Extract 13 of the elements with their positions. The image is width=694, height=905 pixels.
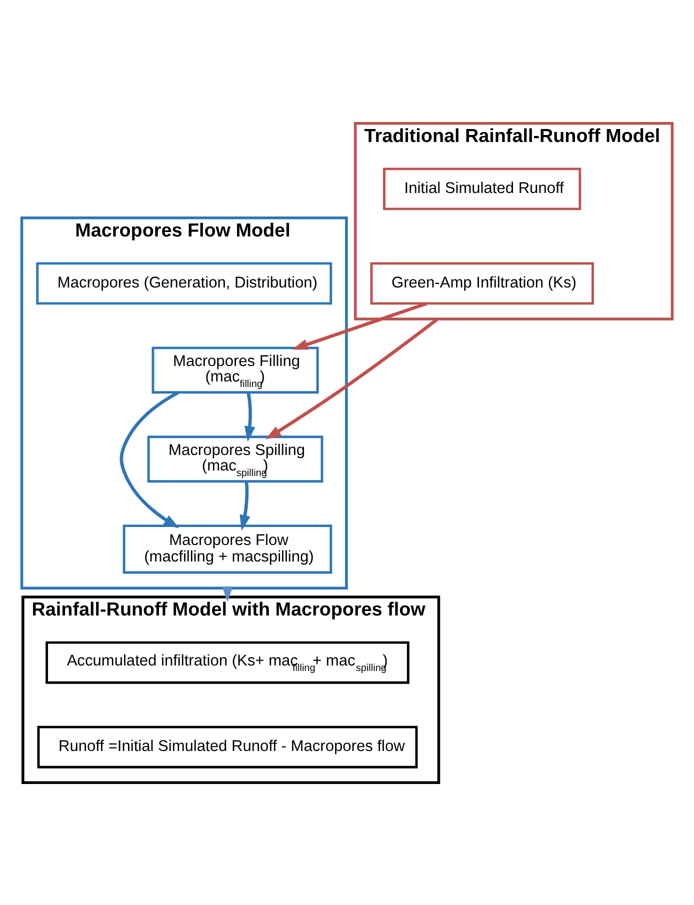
node-box: Green-Amp Infiltration (Ks) bbox=[370, 262, 594, 304]
node-box: Macropores Spilling (mac$_{spilling}$) bbox=[147, 435, 324, 482]
node-box: Macropores (Generation, Distribution) bbox=[36, 262, 332, 304]
arrow bbox=[120, 390, 180, 528]
arrow bbox=[265, 317, 439, 439]
node-box: Macropores Filling (mac$_{filling}$) bbox=[152, 346, 319, 394]
node-box: Runoff =Initial Simulated Runoff - Macropores flow bbox=[37, 725, 418, 768]
arrow bbox=[240, 480, 250, 530]
node-box: Macropores Flow (macfilling + macspilling) bbox=[122, 524, 332, 574]
node-box: Accumulated infiltration (Ks+ mac$_{filling}$+ mac$_{spilling}$) bbox=[46, 640, 410, 684]
arrow bbox=[292, 301, 428, 350]
node-box: Initial Simulated Runoff bbox=[383, 167, 582, 210]
arrow bbox=[244, 392, 256, 442]
